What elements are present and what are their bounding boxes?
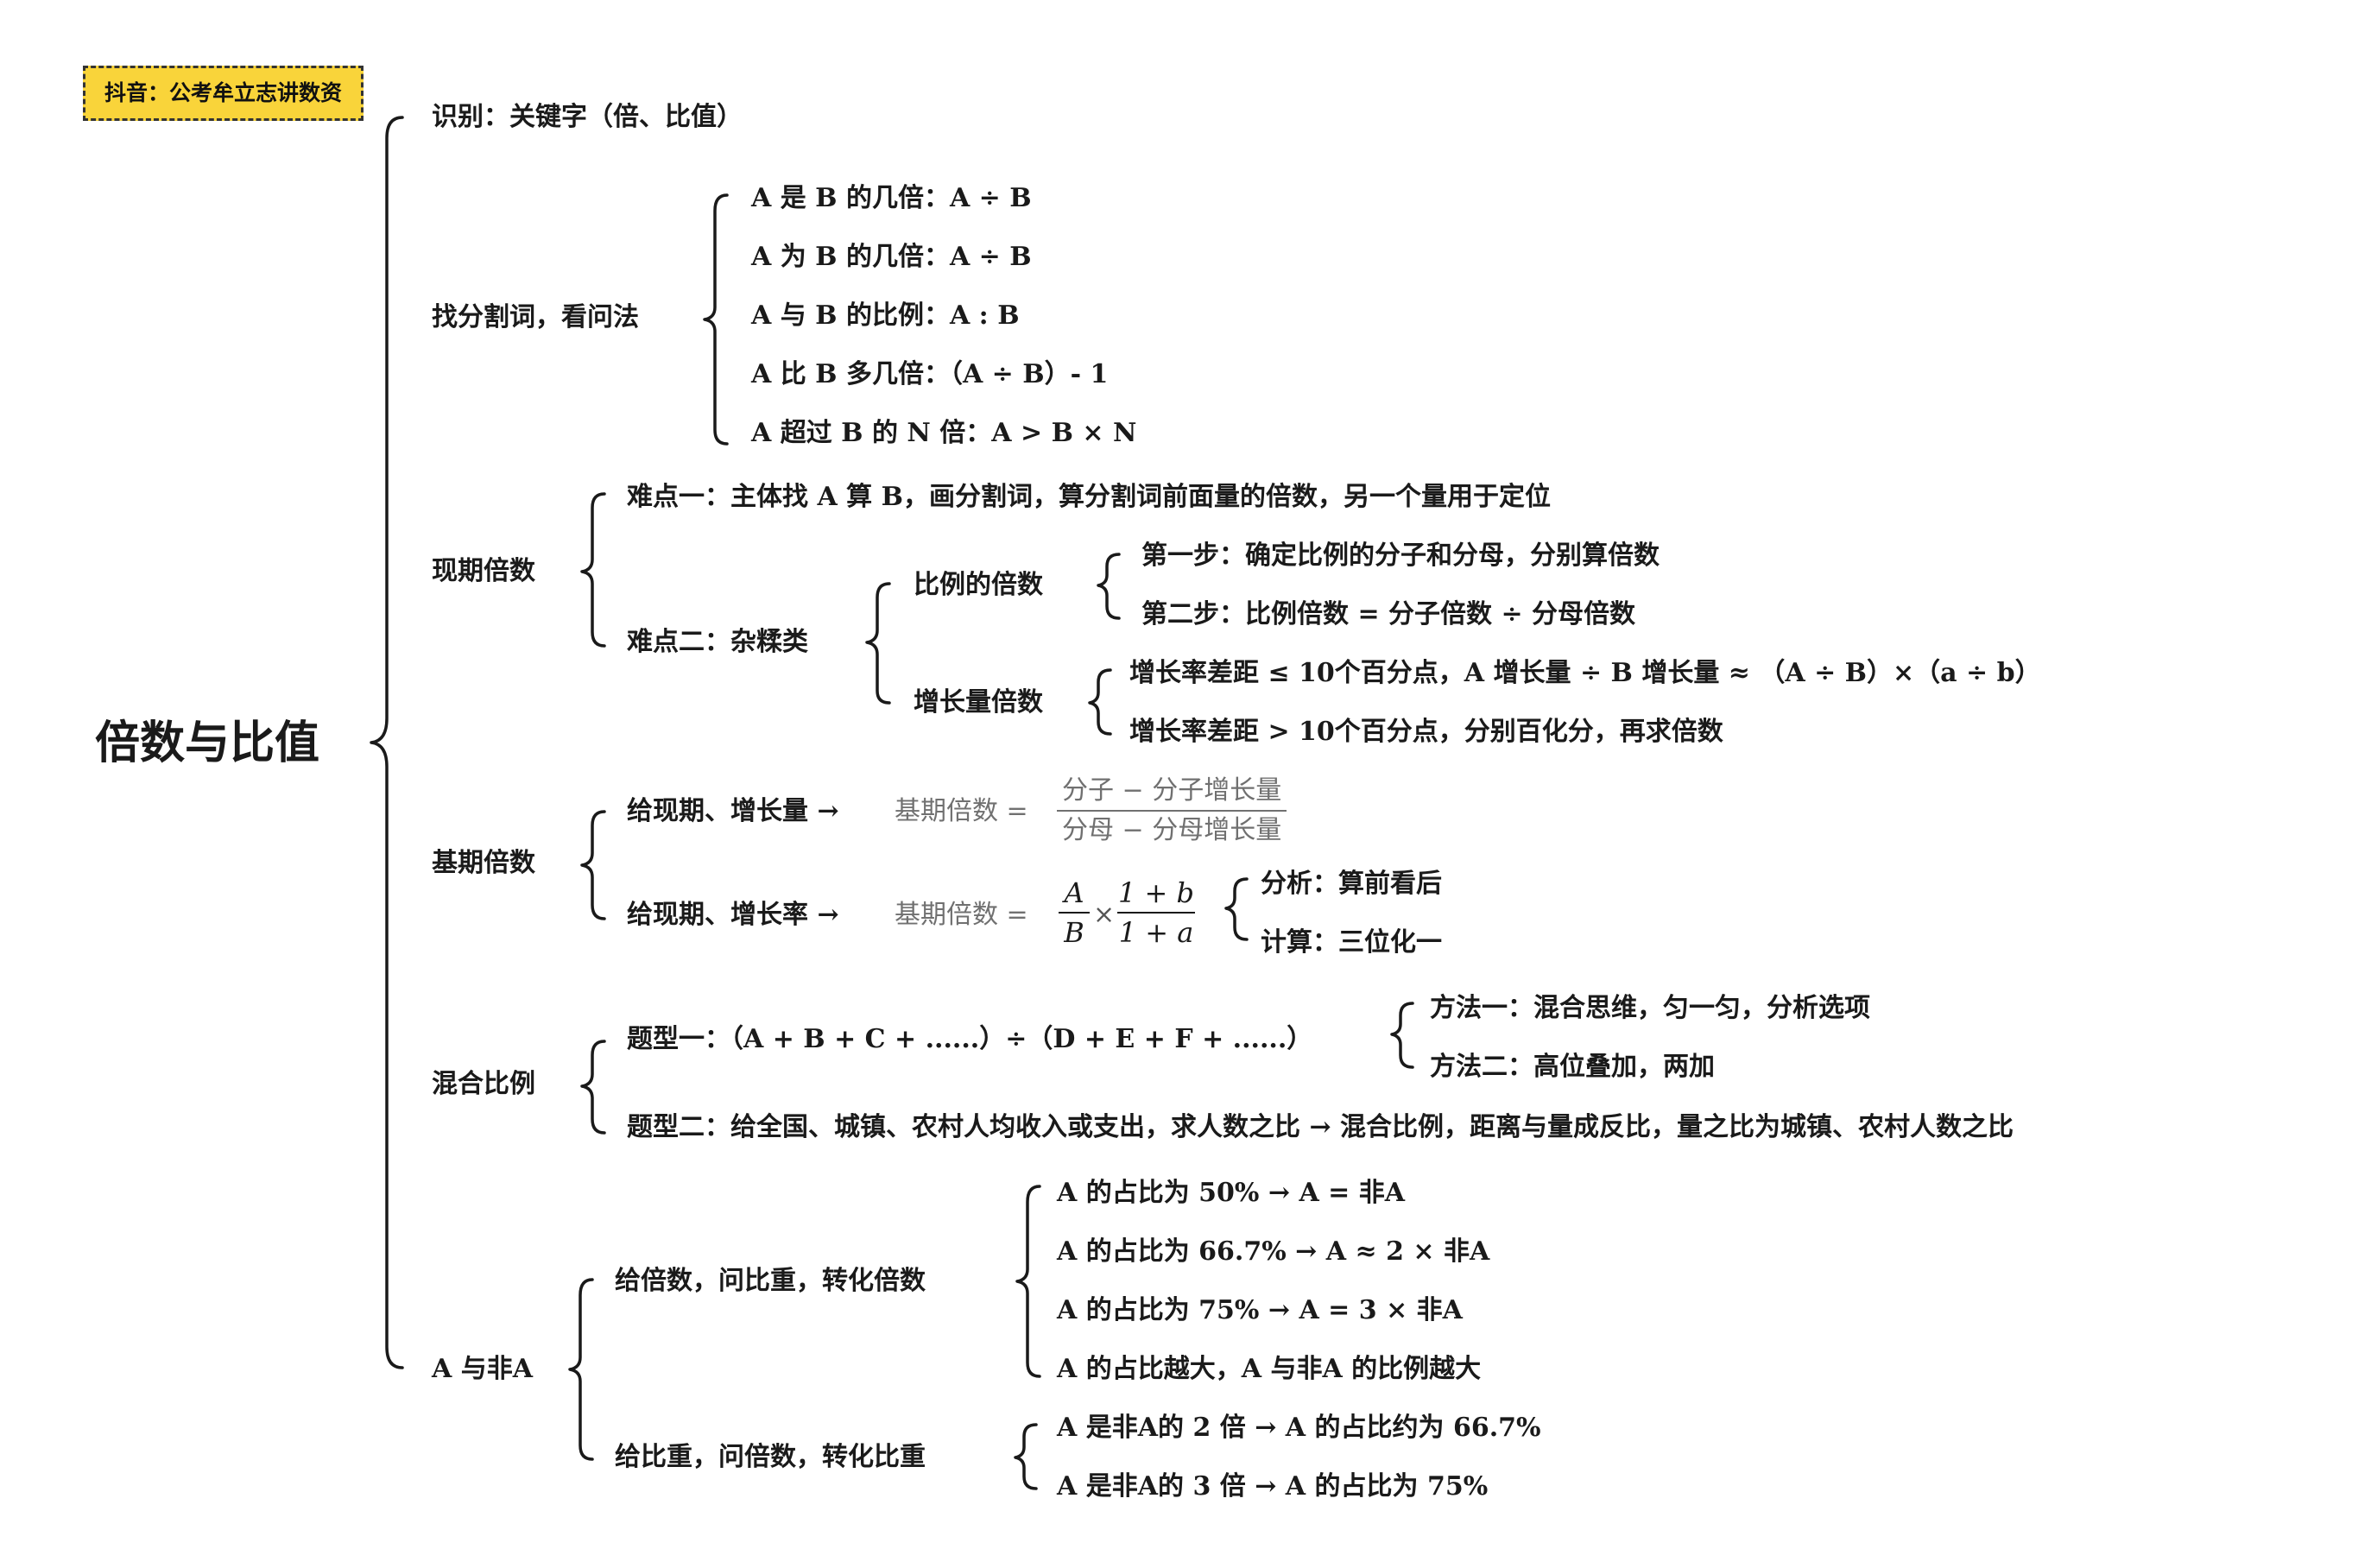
- base-fraction-1-den: 分母 − 分母增长量: [1062, 815, 1282, 845]
- mixed-node: 混合比例: [432, 1069, 535, 1099]
- fraction-bar: [1057, 810, 1287, 812]
- growth-item: 增长率差距 > 10个百分点，分别百化分，再求倍数: [1129, 717, 1723, 747]
- base-row-2-prefix: 给现期、增长率 →: [627, 900, 839, 930]
- bracket-mixed: [580, 1040, 606, 1135]
- base-row-1-prefix: 给现期、增长量 →: [627, 796, 839, 826]
- base-fraction-1-num: 分子 − 分子增长量: [1062, 775, 1282, 806]
- split-item: A 比 B 多几倍：（A ÷ B）- 1: [751, 359, 1109, 389]
- ratio-step: 第一步：确定比例的分子和分母，分别算倍数: [1141, 541, 1660, 571]
- analysis-item: 分析：算前看后: [1261, 869, 1442, 899]
- bracket-current: [580, 492, 606, 648]
- base-node: 基期倍数: [432, 848, 535, 878]
- nona-g2-item: A 是非A的 3 倍 → A 的占比为 75%: [1057, 1471, 1489, 1502]
- bracket-growth: [1088, 668, 1112, 736]
- nona-g1-item: A 的占比为 75% → A = 3 × 非A: [1057, 1295, 1463, 1325]
- mixed-method: 方法二：高位叠加，两加: [1430, 1052, 1715, 1082]
- fraction-b: B: [1064, 916, 1084, 949]
- nona-g2-item: A 是非A的 2 倍 → A 的占比约为 66.7%: [1057, 1413, 1541, 1443]
- split-item: A 为 B 的几倍：A ÷ B: [751, 242, 1032, 272]
- current-difficulty-1: 难点一：主体找 A 算 B，画分割词，算分割词前面量的倍数，另一个量用于定位: [627, 482, 1551, 512]
- nona-group-1: 给倍数，问比重，转化倍数: [615, 1266, 926, 1296]
- fraction-a-over-b: A B: [1059, 874, 1090, 952]
- bracket-tangled: [865, 582, 891, 705]
- bracket-split: [703, 193, 729, 446]
- growth-multiple-node: 增长量倍数: [914, 687, 1043, 718]
- author-badge: 抖音：公考牟立志讲数资: [83, 66, 364, 121]
- fraction-1-plus-a: 1 + a: [1118, 916, 1194, 949]
- split-item: A 是 B 的几倍：A ÷ B: [751, 183, 1032, 213]
- mixed-method: 方法一：混合思维，匀一匀，分析选项: [1430, 993, 1870, 1023]
- bracket-g1: [1015, 1185, 1041, 1378]
- base-fraction-1: 分子 − 分子增长量 分母 − 分母增长量: [1057, 772, 1287, 850]
- ratio-step: 第二步：比例倍数 = 分子倍数 ÷ 分母倍数: [1141, 599, 1636, 629]
- bracket-ratio: [1097, 553, 1121, 620]
- nona-g1-item: A 的占比为 66.7% → A ≈ 2 × 非A: [1057, 1236, 1490, 1267]
- split-node: 找分割词，看问法: [432, 302, 639, 332]
- identify-node: 识别：关键字（倍、比值）: [432, 102, 743, 132]
- current-node: 现期倍数: [432, 556, 535, 586]
- growth-item: 增长率差距 ≤ 10个百分点，A 增长量 ÷ B 增长量 ≈ （A ÷ B）×（…: [1129, 658, 2041, 688]
- bracket-g2: [1014, 1423, 1038, 1490]
- base-row-1-lhs: 基期倍数 =: [895, 796, 1028, 826]
- fraction-bar: [1117, 912, 1195, 914]
- nona-g1-item: A 的占比越大，A 与非A 的比例越大: [1057, 1354, 1482, 1384]
- bracket-analysis: [1224, 877, 1249, 941]
- split-item: A 与 B 的比例：A : B: [751, 300, 1020, 331]
- nona-g1-item: A 的占比为 50% → A = 非A: [1057, 1178, 1406, 1208]
- fraction-1-plus-b: 1 + b: [1118, 876, 1194, 909]
- mixed-type-1: 题型一：（A + B + C + ......）÷（D + E + F + ..…: [627, 1024, 1313, 1054]
- fraction-growth: 1 + b 1 + a: [1117, 874, 1195, 952]
- bracket-base: [580, 810, 606, 920]
- ratio-multiple-node: 比例的倍数: [914, 570, 1043, 600]
- nona-node: A 与非A: [432, 1354, 533, 1384]
- current-difficulty-2: 难点二：杂糅类: [627, 627, 808, 657]
- fraction-bar: [1059, 912, 1090, 914]
- base-row-2-lhs: 基期倍数 =: [895, 900, 1028, 930]
- fraction-a: A: [1064, 876, 1084, 909]
- times-sign: ×: [1093, 900, 1116, 930]
- bracket-nona: [568, 1278, 594, 1461]
- split-item: A 超过 B 的 N 倍：A > B × N: [751, 418, 1137, 448]
- mixed-type-2: 题型二：给全国、城镇、农村人均收入或支出，求人数之比 → 混合比例，距离与量成反…: [627, 1112, 2014, 1142]
- bracket-methods: [1390, 1002, 1414, 1069]
- nona-group-2: 给比重，问倍数，转化比重: [615, 1442, 926, 1472]
- root-title: 倍数与比值: [95, 717, 320, 769]
- bracket-root: [370, 116, 404, 1369]
- calc-item: 计算：三位化一: [1261, 927, 1442, 958]
